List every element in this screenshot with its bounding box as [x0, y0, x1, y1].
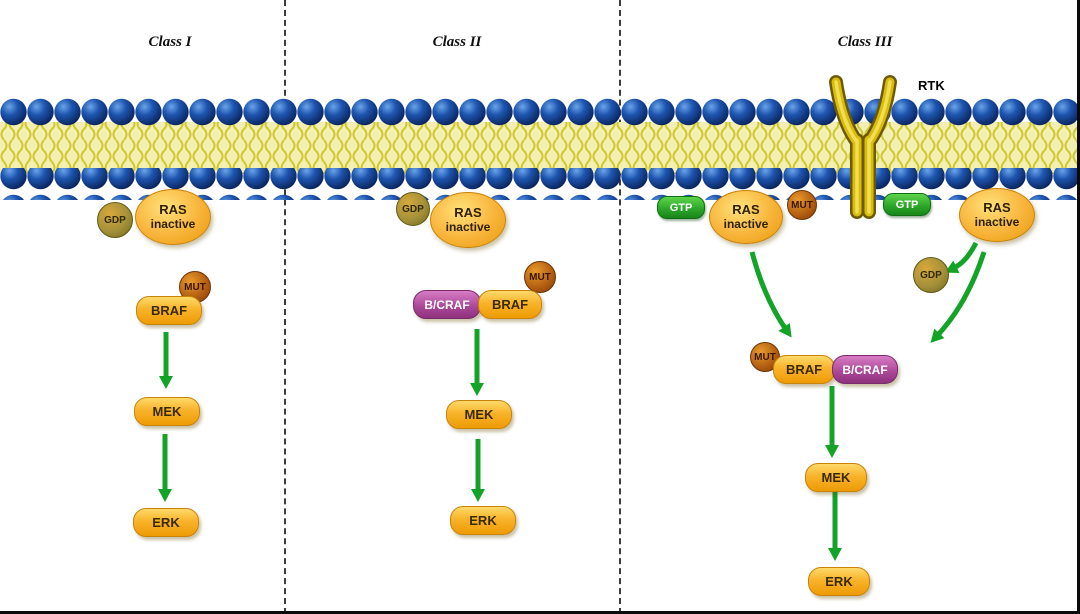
- ras-inactive-node: RAS inactive: [709, 190, 783, 244]
- gdp-badge: GDP: [396, 192, 430, 226]
- mek-node: MEK: [134, 397, 200, 426]
- gdp-badge: GDP: [97, 202, 133, 238]
- gtp-badge: GTP: [657, 196, 705, 219]
- ras-inactive-node: RAS inactive: [959, 188, 1035, 242]
- mut-badge: MUT: [524, 261, 556, 293]
- braf-node: BRAF: [773, 355, 835, 384]
- erk-node: ERK: [808, 567, 870, 596]
- rtk-label: RTK: [918, 78, 945, 93]
- section-divider: [619, 0, 621, 611]
- rtk-receptor-icon: [829, 75, 897, 219]
- ras-label: RAS: [159, 201, 187, 217]
- erk-node: ERK: [450, 506, 516, 535]
- class3-title: Class III: [837, 34, 893, 50]
- ras-label: RAS: [732, 201, 760, 217]
- mek-node: MEK: [446, 400, 512, 429]
- ras-inactive-node: RAS inactive: [135, 189, 211, 245]
- erk-node: ERK: [133, 508, 199, 537]
- section-divider: [284, 0, 286, 611]
- ras-inactive-node: RAS inactive: [430, 192, 506, 248]
- arrow-ras-to-dimer-left-class3: [749, 251, 792, 338]
- braf-node: BRAF: [136, 296, 202, 325]
- class1-title: Class I: [148, 34, 192, 50]
- ras-state-label: inactive: [150, 216, 196, 231]
- gtp-badge: GTP: [883, 193, 931, 216]
- ras-state-label: inactive: [723, 216, 769, 231]
- ras-state-label: inactive: [445, 219, 491, 234]
- bcraf-node: B/CRAF: [832, 355, 898, 384]
- bcraf-node: B/CRAF: [413, 290, 481, 319]
- outer-phospholipid-heads: [0, 96, 1077, 128]
- class2-title: Class II: [432, 34, 482, 50]
- lipid-tails-pattern: [0, 122, 1077, 174]
- gdp-badge: GDP: [913, 257, 949, 293]
- ras-label: RAS: [983, 199, 1011, 215]
- arrow-ras-to-gdp-class3: [944, 241, 979, 274]
- mek-node: MEK: [805, 463, 867, 492]
- mut-badge: MUT: [787, 190, 817, 220]
- ras-state-label: inactive: [974, 214, 1020, 229]
- ras-label: RAS: [454, 204, 482, 220]
- braf-node: BRAF: [478, 290, 542, 319]
